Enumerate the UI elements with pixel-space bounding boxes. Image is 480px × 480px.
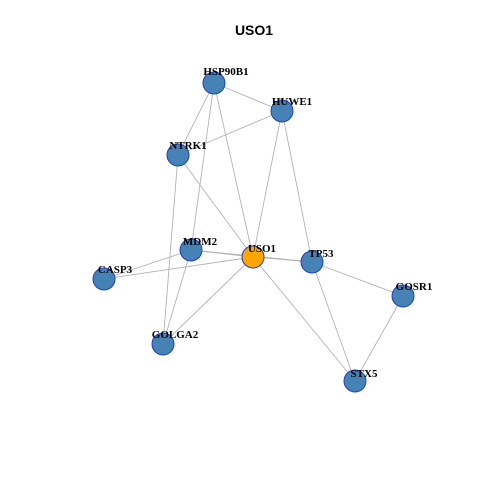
node-label-stx5: STX5 xyxy=(351,368,378,380)
edge-tp53-stx5 xyxy=(311,261,356,382)
edge-tp53-gosr1 xyxy=(311,261,404,297)
node-label-hsp90b1: HSP90B1 xyxy=(203,66,248,78)
node-stx5[interactable] xyxy=(343,369,367,393)
label-layer: USO1 HSP90B1HUWE1NTRK1MDM2TP53CASP3GOSR1G… xyxy=(98,66,432,380)
edge-uso1-stx5 xyxy=(252,256,356,382)
edge-mdm2-casp3 xyxy=(103,249,192,280)
edge-ntrk1-uso1 xyxy=(177,154,254,258)
node-ntrk1[interactable] xyxy=(166,143,190,167)
edge-uso1-golga2 xyxy=(162,256,254,345)
edge-layer xyxy=(103,82,404,382)
edge-hsp90b1-ntrk1 xyxy=(177,82,215,156)
node-tp53[interactable] xyxy=(300,250,324,274)
node-label-uso1: USO1 xyxy=(248,243,276,255)
node-layer xyxy=(92,71,415,393)
node-golga2[interactable] xyxy=(151,332,175,356)
edge-ntrk1-golga2 xyxy=(162,154,179,345)
node-label-huwe1: HUWE1 xyxy=(272,96,312,108)
node-hsp90b1[interactable] xyxy=(202,71,226,95)
edge-hsp90b1-huwe1 xyxy=(213,82,283,112)
node-huwe1[interactable] xyxy=(270,99,294,123)
node-uso1[interactable] xyxy=(241,245,265,269)
edge-gosr1-stx5 xyxy=(354,295,404,382)
edge-huwe1-ntrk1 xyxy=(177,110,283,156)
node-label-gosr1: GOSR1 xyxy=(396,281,433,293)
edge-huwe1-tp53 xyxy=(281,110,313,263)
node-gosr1[interactable] xyxy=(391,284,415,308)
edge-mdm2-golga2 xyxy=(162,249,192,345)
edge-huwe1-uso1 xyxy=(252,110,283,258)
node-label-mdm2: MDM2 xyxy=(183,236,218,248)
node-mdm2[interactable] xyxy=(179,238,203,262)
edge-hsp90b1-uso1 xyxy=(213,82,254,258)
node-label-golga2: GOLGA2 xyxy=(152,329,199,341)
node-casp3[interactable] xyxy=(92,267,116,291)
node-label-tp53: TP53 xyxy=(308,248,334,260)
node-label-casp3: CASP3 xyxy=(98,264,133,276)
graph-title: USO1 xyxy=(235,22,273,38)
edge-uso1-casp3 xyxy=(103,256,254,280)
edge-hsp90b1-mdm2 xyxy=(190,82,215,251)
node-label-ntrk1: NTRK1 xyxy=(169,140,206,152)
